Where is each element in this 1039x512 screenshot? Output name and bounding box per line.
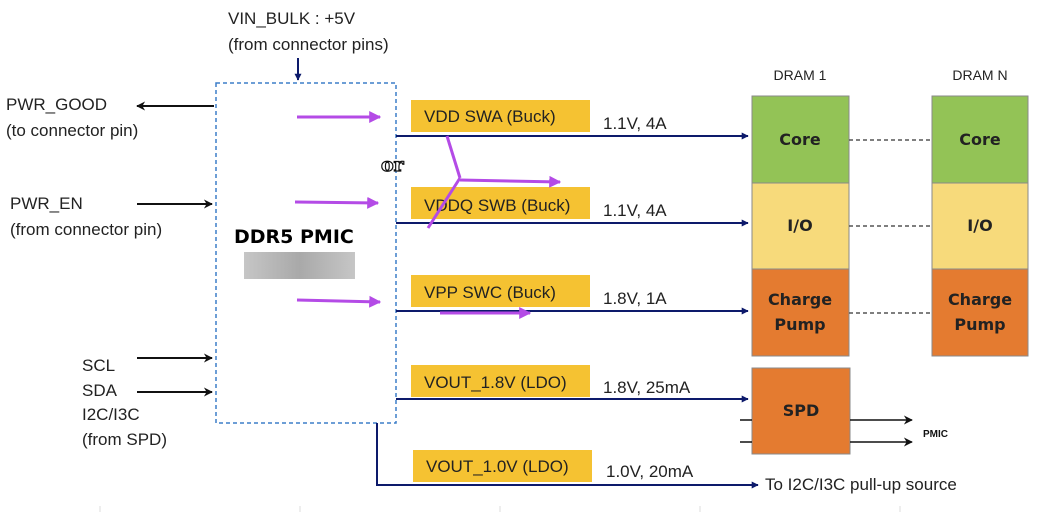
magenta-stroke-upper [445, 135, 462, 179]
magenta-arrow-merge [459, 175, 562, 188]
spd-label: SPD [783, 401, 820, 420]
dramn-core-label: Core [959, 130, 1001, 149]
rail-name-ldo10: VOUT_1.0V (LDO) [426, 457, 569, 476]
vin-bulk-label: VIN_BULK : +5V [228, 9, 356, 28]
rail-name-swa: VDD SWA (Buck) [424, 107, 556, 126]
spd-pmic-label: PMIC [923, 429, 948, 440]
dramn-core-block [931, 95, 1029, 184]
dram1-pump-block [751, 268, 850, 357]
dramn-pump-block [931, 268, 1029, 357]
rail-box-swb [411, 187, 590, 219]
dram1-pump-label-1: Charge [768, 290, 832, 309]
scl-label: SCL [82, 356, 115, 375]
pwr-en-note: (from connector pin) [10, 220, 162, 239]
or-label: or [381, 154, 405, 176]
pmic-title: DDR5 PMIC [234, 226, 354, 248]
rail-spec-swc: 1.8V, 1A [603, 289, 667, 308]
dram1-core-label: Core [779, 130, 821, 149]
dram1-header: DRAM 1 [774, 67, 827, 83]
rail-spec-swb: 1.1V, 4A [603, 201, 667, 220]
dramn-pump-label-1: Charge [948, 290, 1012, 309]
vin-bulk-source-label: (from connector pins) [228, 35, 389, 54]
magenta-stroke-lower [426, 177, 462, 229]
dram1-pump-label-2: Pump [774, 315, 825, 334]
rail-box-ldo10 [413, 450, 592, 482]
rail-name-swc: VPP SWC (Buck) [424, 283, 556, 302]
dramn-pump-label-2: Pump [954, 315, 1005, 334]
rail-line-ldo10 [376, 423, 759, 489]
sda-label: SDA [82, 381, 118, 400]
dramn-header: DRAM N [952, 67, 1007, 83]
rail-spec-ldo18: 1.8V, 25mA [603, 378, 691, 397]
pwr-good-note: (to connector pin) [6, 121, 138, 140]
i2c-label: I2C/I3C [82, 405, 140, 424]
pwr-en-label: PWR_EN [10, 194, 83, 213]
dramn-io-block [931, 182, 1029, 270]
magenta-arrow-swc [296, 295, 382, 308]
rail-box-ldo18 [411, 365, 590, 397]
rail-spec-swa: 1.1V, 4A [603, 114, 667, 133]
magenta-arrow-swb [294, 196, 380, 209]
rail-name-ldo18: VOUT_1.8V (LDO) [424, 373, 567, 392]
rail-name-swb: VDDQ SWB (Buck) [424, 196, 570, 215]
rail-spec-ldo10: 1.0V, 20mA [606, 462, 694, 481]
dram1-io-block [751, 182, 850, 270]
redacted-part-number [244, 252, 355, 279]
pwr-good-label: PWR_GOOD [6, 95, 107, 114]
bottom-grid-ticks [99, 506, 901, 512]
pullup-label: To I2C/I3C pull-up source [765, 475, 957, 494]
rail-box-swa [411, 100, 590, 132]
rail-box-swc [411, 275, 590, 307]
spd-block [751, 367, 851, 455]
dramn-io-label: I/O [967, 216, 992, 235]
i2c-source-label: (from SPD) [82, 430, 167, 449]
dram1-io-label: I/O [787, 216, 812, 235]
